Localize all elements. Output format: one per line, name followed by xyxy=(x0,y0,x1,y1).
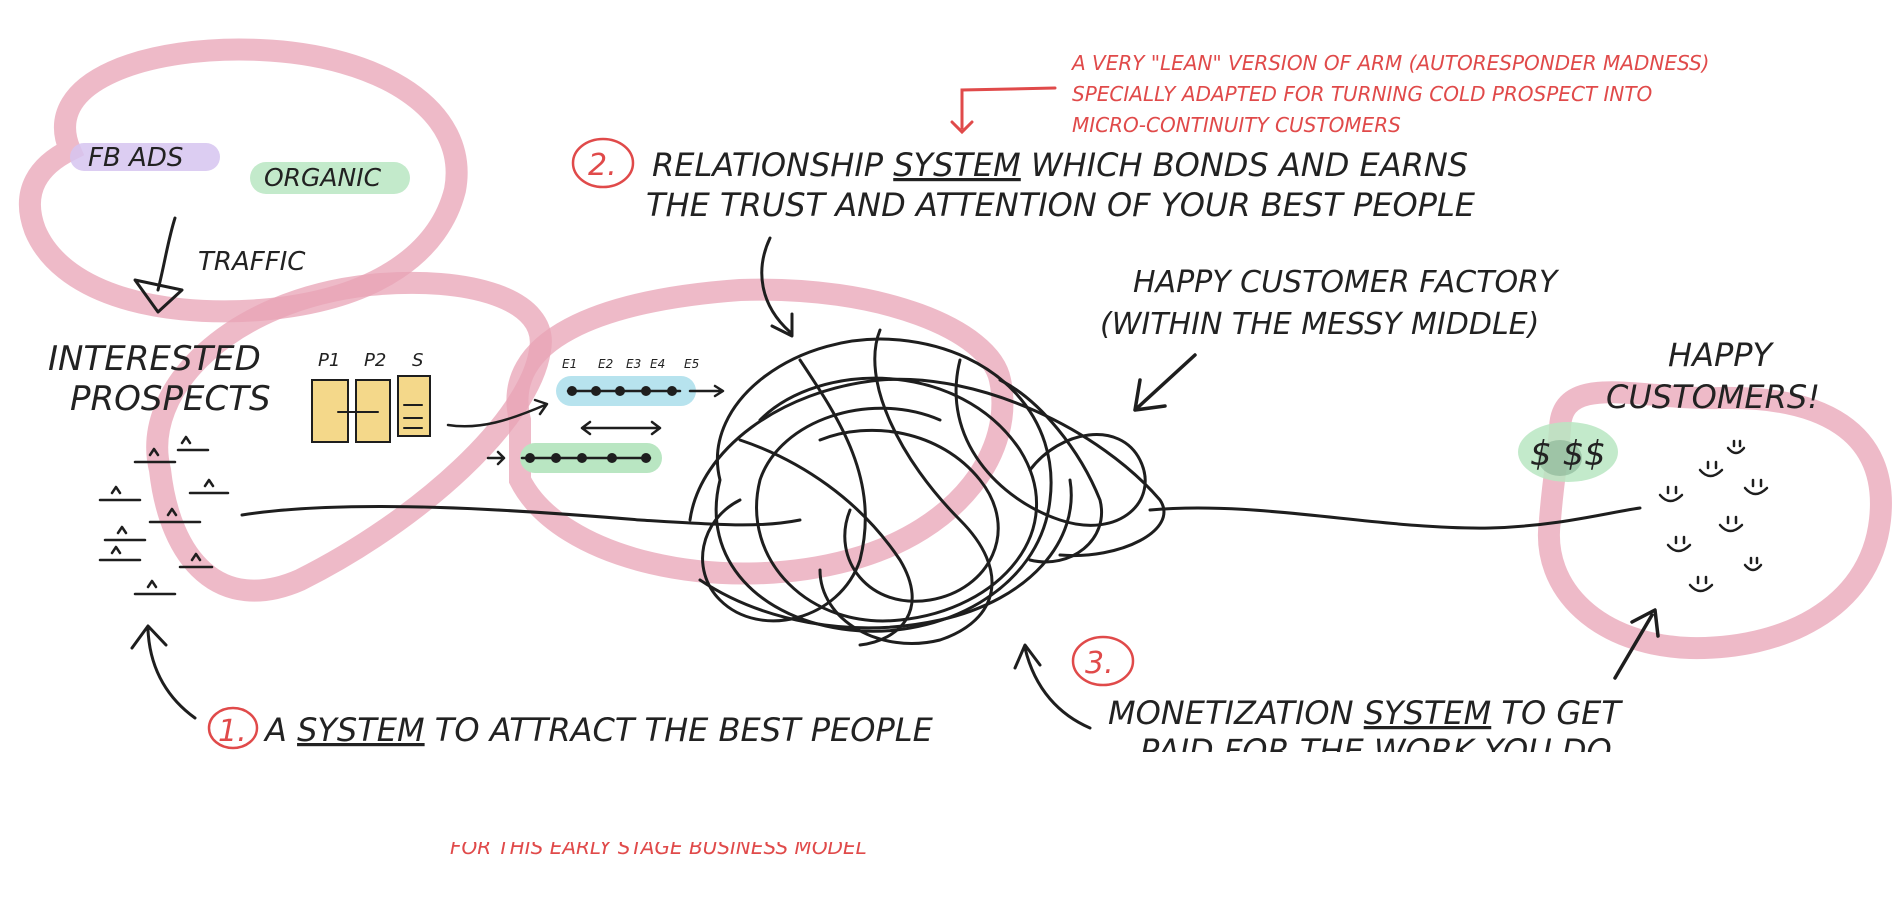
happy-line-2: CUSTOMERS! xyxy=(1606,378,1820,416)
prospects-label-line-1: INTERESTED xyxy=(48,339,261,379)
funnel-to-emails-arrow xyxy=(446,398,549,428)
system2-arrow xyxy=(760,236,794,338)
number-2-circle xyxy=(571,137,635,189)
traffic-sources: FB ADS ORGANIC TRAFFIC xyxy=(70,143,410,314)
email-sequence: E1 E2 E3 E4 E5 xyxy=(486,357,725,473)
journey-line xyxy=(240,504,1642,530)
system3-arrow xyxy=(1013,643,1092,730)
happy-customers-group: HAPPY CUSTOMERS! $ $$ xyxy=(1518,336,1820,680)
email-swap-arrow xyxy=(580,420,662,436)
number-3: 3. xyxy=(1085,646,1114,681)
arm-note-arrow xyxy=(950,86,1057,135)
factory-arrow xyxy=(1133,353,1197,412)
factory-line-2: (WITHIN THE MESSY MIDDLE) xyxy=(1100,307,1539,342)
system3-line-1: MONETIZATION SYSTEM TO GET xyxy=(1108,694,1623,732)
funnel-pages: P1 P2 S xyxy=(311,350,549,443)
email-dots-top xyxy=(567,386,677,396)
organic-highlight xyxy=(250,162,410,194)
arm-note-line-3: MICRO-CONTINUITY CUSTOMERS xyxy=(1072,113,1401,137)
system2-line-1: RELATIONSHIP SYSTEM WHICH BONDS AND EARN… xyxy=(652,146,1468,184)
funnel-p1-label: P1 xyxy=(318,350,340,371)
customers-loop xyxy=(1537,381,1892,660)
attract-system-label: 1. A SYSTEM TO ATTRACT THE BEST PEOPLE xyxy=(130,624,934,750)
system1-text: A SYSTEM TO ATTRACT THE BEST PEOPLE xyxy=(263,711,934,749)
cutoff-mask xyxy=(0,752,1900,897)
pink-highlight-loops xyxy=(19,38,1892,660)
traffic-arrow xyxy=(133,216,184,314)
email-dots-bottom xyxy=(525,453,651,463)
happy-line-1: HAPPY xyxy=(1668,336,1775,374)
arm-note: A VERY "LEAN" VERSION OF ARM (AUTORESPON… xyxy=(950,51,1709,137)
number-3-circle xyxy=(1071,635,1135,687)
money-symbols: $ $$ xyxy=(1530,434,1606,474)
arm-note-line-1: A VERY "LEAN" VERSION OF ARM (AUTORESPON… xyxy=(1070,51,1709,75)
funnel-p2-label: P2 xyxy=(364,350,386,371)
customers-arrow xyxy=(1613,608,1660,680)
number-1: 1. xyxy=(218,714,247,749)
fb-ads-label: FB ADS xyxy=(88,143,183,173)
email-e3-label: E3 xyxy=(626,357,641,371)
prospect-figures xyxy=(98,435,230,596)
prospects-loop xyxy=(146,271,552,602)
money-dark-highlight xyxy=(1538,440,1582,476)
email-e2-label: E2 xyxy=(598,357,613,371)
system2-line-2: THE TRUST AND ATTENTION OF YOUR BEST PEO… xyxy=(646,186,1476,224)
factory-label: HAPPY CUSTOMER FACTORY (WITHIN THE MESSY… xyxy=(1100,265,1560,412)
footnote-cut-mask xyxy=(0,837,1900,842)
traffic-loop xyxy=(19,38,468,323)
number-1-circle xyxy=(207,706,259,750)
factory-line-1: HAPPY CUSTOMER FACTORY xyxy=(1133,265,1560,300)
funnel-s-label: S xyxy=(412,350,423,371)
messy-middle-scribble xyxy=(688,328,1166,647)
monetization-system-label: 3. MONETIZATION SYSTEM TO GET PAID FOR T… xyxy=(1013,635,1623,770)
system1-arrow xyxy=(130,624,197,720)
fb-ads-highlight xyxy=(70,143,220,171)
prospects-label-line-2: PROSPECTS xyxy=(70,379,271,419)
number-2: 2. xyxy=(588,148,617,183)
email-e4-label: E4 xyxy=(650,357,665,371)
relationship-system-label: 2. RELATIONSHIP SYSTEM WHICH BONDS AND E… xyxy=(571,137,1476,338)
email-e5-label: E5 xyxy=(684,357,699,371)
organic-label: ORGANIC xyxy=(264,163,382,192)
happy-customer-faces xyxy=(1658,439,1769,593)
traffic-label: TRAFFIC xyxy=(198,247,306,277)
email-e1-label: E1 xyxy=(562,357,577,371)
prospects-group: INTERESTED PROSPECTS xyxy=(48,339,271,596)
arm-note-line-2: SPECIALLY ADAPTED FOR TURNING COLD PROSP… xyxy=(1072,82,1652,106)
